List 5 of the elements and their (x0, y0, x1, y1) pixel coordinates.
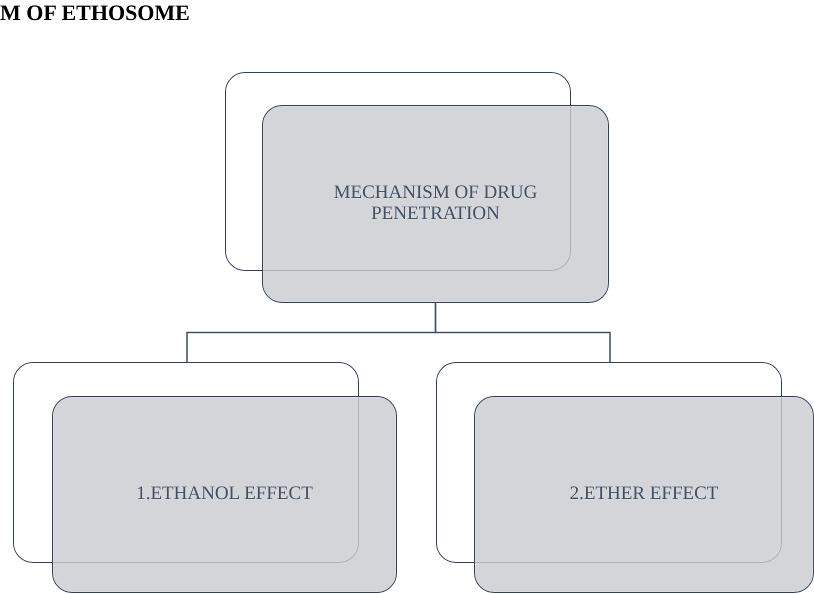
connector-line (434, 303, 611, 362)
box-label: 2.ETHER EFFECT (570, 484, 718, 505)
box-label: MECHANISM OF DRUG PENETRATION (332, 183, 538, 225)
box-label: 1.ETHANOL EFFECT (136, 484, 313, 505)
title: M OF ETHOSOME (0, 2, 190, 24)
